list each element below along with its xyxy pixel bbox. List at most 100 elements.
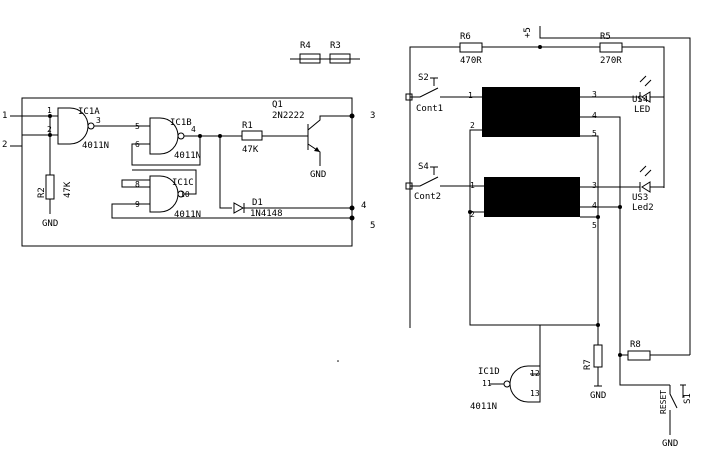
nand-gate-body — [57, 107, 89, 145]
ic1d-name: IC1D — [478, 367, 500, 377]
ic1b-part: 4011N — [174, 151, 201, 161]
ic1c-pin-in1: 8 — [135, 180, 140, 189]
r2-gnd-label: GND — [42, 219, 58, 229]
terminal — [349, 215, 355, 221]
us3-pin1: 1 — [470, 181, 475, 190]
r5-name: R5 — [600, 32, 611, 42]
s1-actuator — [680, 384, 686, 398]
junction — [468, 210, 472, 214]
us4-body — [482, 87, 580, 137]
pin-label-4: 4 — [361, 201, 366, 211]
r8-resistor — [627, 350, 651, 361]
ic1b-pin-in1: 5 — [135, 122, 140, 131]
wire-ic1c-loop — [111, 203, 352, 219]
s2-switch: S2 Cont1 — [405, 73, 484, 114]
r5-resistor — [599, 42, 623, 53]
ic1a-name: IC1A — [78, 107, 100, 117]
r7-resistor — [593, 344, 603, 368]
ic1a-part: 4011N — [82, 141, 109, 151]
us3-optocoupler: 1 2 3 4 5 US3 Led2 — [470, 165, 664, 230]
r1-name: R1 — [242, 121, 253, 131]
ic1a-pin-in2: 2 — [47, 125, 52, 134]
r2-resistor — [45, 174, 55, 200]
us3-pin2: 2 — [470, 210, 475, 219]
q1-part: 2N2222 — [272, 111, 305, 121]
us4-pin2: 2 — [470, 121, 475, 130]
ic1d-gate: 12 13 11 IC1D 4011N — [470, 324, 598, 412]
left-module: 1 2 1 2 3 IC1A 4011N R2 47K GND 5 6 — [2, 97, 375, 247]
s4-actuator — [430, 166, 438, 175]
q1-emitter — [307, 143, 321, 166]
junction — [538, 45, 542, 49]
r6-value: 470R — [460, 56, 482, 66]
junction — [618, 353, 622, 357]
us3-body — [484, 177, 580, 217]
q1-transistor: Q1 2N2222 GND — [272, 100, 352, 180]
ic1c-name: IC1C — [172, 178, 194, 188]
nand-gate-body — [149, 117, 179, 155]
r7-gnd-label: GND — [590, 391, 606, 401]
r6-resistor — [459, 42, 483, 53]
ic1c-part: 4011N — [174, 210, 201, 220]
us4-pin4: 4 — [592, 111, 597, 120]
stray-dot — [337, 360, 339, 362]
inverter-bubble — [503, 380, 511, 388]
s2-terminal — [405, 93, 413, 101]
ic1b-name: IC1B — [170, 118, 192, 128]
r5-value: 270R — [600, 56, 622, 66]
ic1a-pin-in1: 1 — [47, 106, 52, 115]
r6-name: R6 — [460, 32, 471, 42]
q1-name: Q1 — [272, 100, 283, 110]
wire-ic1d-in — [530, 324, 598, 395]
us3-name: US3 — [632, 193, 648, 203]
r2-value: 47K — [63, 181, 73, 198]
wire-ic1b-in2 — [131, 136, 201, 166]
s4-label: Cont2 — [414, 192, 441, 202]
junction — [48, 114, 52, 118]
r2-name: R2 — [37, 187, 47, 198]
s2-contacts — [410, 87, 484, 98]
q1-gnd-label: GND — [310, 170, 326, 180]
us3-pin4: 4 — [592, 201, 597, 210]
us4-led-rays — [639, 75, 652, 87]
s2-label: Cont1 — [416, 104, 443, 114]
d1-diode — [233, 202, 245, 214]
pin-label-3: 3 — [370, 111, 375, 121]
wire-d1-feed — [219, 136, 232, 209]
s1-name: S1 — [683, 393, 693, 404]
ic1d-pin-in2: 13 — [530, 389, 540, 398]
s1-label: RESET — [659, 390, 668, 414]
ic1c-gate: 8 9 10 IC1C 4011N — [121, 175, 201, 220]
d1-part: 1N4148 — [250, 209, 283, 219]
us3-pin5: 5 — [592, 221, 597, 230]
us3-led: Led2 — [632, 203, 654, 213]
wire-top-loop — [539, 33, 691, 355]
junction — [198, 134, 202, 138]
d1-name: D1 — [252, 198, 263, 208]
r3-name: R3 — [330, 41, 341, 51]
r8-name: R8 — [630, 340, 641, 350]
s1-contacts — [669, 385, 678, 435]
ic1d-part: 4011N — [470, 402, 497, 412]
ic1a-gate: 1 2 3 IC1A 4011N — [47, 106, 109, 151]
us3-led-rays — [639, 165, 652, 177]
us4-pin1: 1 — [468, 91, 473, 100]
terminal — [349, 205, 355, 211]
s4-switch: S4 Cont2 — [405, 162, 484, 202]
ic1d-pin-in1: 12 — [530, 369, 540, 378]
s4-terminal — [405, 182, 413, 190]
pin-label-5: 5 — [370, 221, 375, 231]
s1-gnd-label: GND — [662, 439, 678, 449]
s4-contacts — [410, 176, 484, 187]
s1-reset-switch: S1 RESET GND — [659, 384, 693, 449]
r4-resistor — [299, 53, 321, 64]
q1-collector — [307, 115, 352, 131]
inverter-bubble — [177, 132, 185, 140]
us4-led: LED — [634, 105, 650, 115]
wire-ic1c-out — [132, 169, 197, 195]
ic1c-pin8-box — [121, 179, 151, 188]
nand-gate-body — [149, 175, 179, 213]
wire-r7-gnd — [594, 367, 602, 387]
wire-us4-pin5 — [580, 135, 599, 345]
